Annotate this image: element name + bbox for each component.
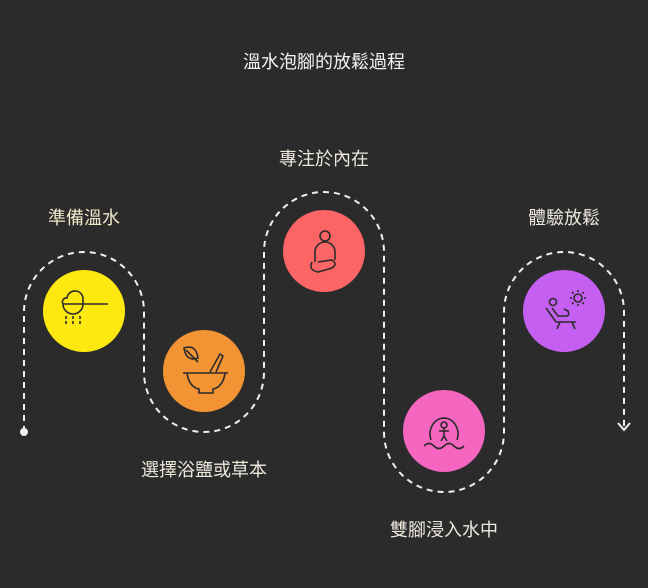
arrow-head-icon [617, 422, 631, 432]
step-1-circle [43, 270, 125, 352]
step-5-label: 體驗放鬆 [528, 208, 600, 229]
meditation-icon [310, 230, 336, 273]
mortar-leaf-icon [183, 346, 228, 394]
step-3-label: 專注於內在 [279, 149, 369, 170]
dashed-path [23, 191, 625, 493]
step-3-circle [283, 210, 365, 292]
step-4-circle [403, 390, 485, 472]
step-2-label: 選擇浴鹽或草本 [141, 460, 267, 481]
person-water-icon [423, 417, 465, 450]
diagram-title: 溫水泡腳的放鬆過程 [243, 52, 405, 73]
start-dot [20, 428, 28, 436]
step-1-label: 準備溫水 [48, 208, 120, 229]
water-scoop-icon [61, 290, 108, 326]
step-5-circle [523, 270, 605, 352]
step-2-circle [163, 330, 245, 412]
lounge-chair-sun-icon [545, 290, 586, 330]
step-4-label: 雙腳浸入水中 [390, 520, 498, 541]
